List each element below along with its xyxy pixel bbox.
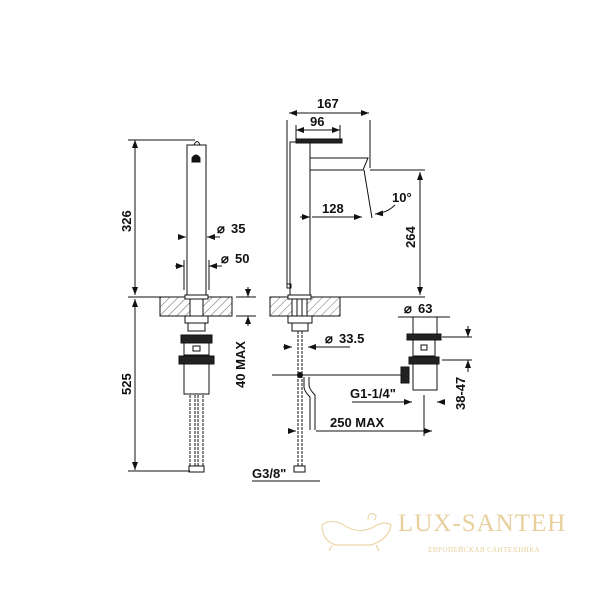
- watermark-tagline: ЕВРОПЕЙСКАЯ САНТЕХНИКА: [428, 546, 541, 554]
- front-view: [128, 139, 256, 473]
- watermark-brand: LUX-SANTEH: [398, 510, 567, 537]
- dim-264: 264: [403, 226, 418, 248]
- dim-dia-50-symbol: ⌀: [221, 251, 229, 266]
- dim-250-max: 250 MAX: [330, 415, 385, 430]
- dim-96: 96: [310, 114, 324, 129]
- dim-167: 167: [317, 96, 339, 111]
- dim-326: 326: [119, 210, 134, 232]
- dim-525: 525: [119, 373, 134, 395]
- dim-dia-35: 35: [231, 221, 245, 236]
- dim-dia-33-5: 33.5: [339, 331, 364, 346]
- dim-g1-1-4: G1-1/4": [350, 386, 396, 401]
- dim-dia-35-symbol: ⌀: [217, 221, 225, 236]
- side-view: [252, 110, 472, 482]
- dim-g3-8: G3/8": [252, 466, 286, 481]
- dim-dia-33-5-symbol: ⌀: [325, 331, 333, 346]
- dim-38-47: 38-47: [453, 377, 468, 410]
- dim-angle: 10°: [392, 190, 412, 205]
- watermark-logo-icon: [321, 513, 392, 552]
- dim-128: 128: [322, 201, 344, 216]
- dim-dia-50: 50: [235, 251, 249, 266]
- dim-dia-63: 63: [418, 301, 432, 316]
- dim-40-max: 40 MAX: [233, 341, 248, 388]
- dim-dia-63-symbol: ⌀: [404, 301, 412, 316]
